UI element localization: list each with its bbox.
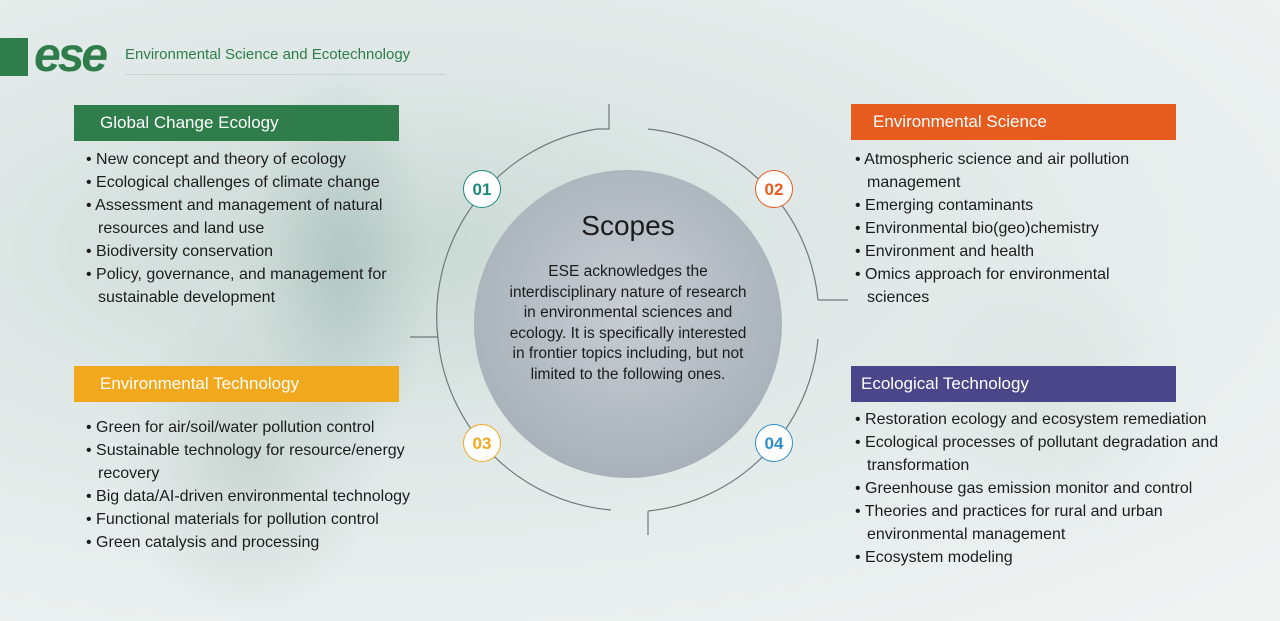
ecological-technology-list: Restoration ecology and ecosystem remedi…: [855, 408, 1235, 569]
scopes-circle: Scopes ESE acknowledges the interdiscipl…: [474, 170, 782, 478]
list-item: Ecological challenges of climate change: [86, 171, 416, 194]
header-divider: [125, 74, 445, 75]
environmental-science-heading: Environmental Science: [851, 104, 1176, 140]
badge-02: 02: [755, 170, 793, 208]
connector-top: [597, 104, 610, 130]
badge-01: 01: [463, 170, 501, 208]
environmental-technology-list: Green for air/soil/water pollution contr…: [86, 416, 421, 554]
list-item: Environment and health: [855, 240, 1165, 263]
list-item: Biodiversity conservation: [86, 240, 416, 263]
journal-header: ese Environmental Science and Ecotechnol…: [0, 29, 450, 82]
journal-title: Environmental Science and Ecotechnology: [125, 46, 411, 63]
ese-logo: ese: [34, 29, 108, 82]
list-item: Atmospheric science and air pollution ma…: [855, 148, 1165, 194]
list-item: Environmental bio(geo)chemistry: [855, 217, 1165, 240]
scopes-title: Scopes: [581, 210, 675, 241]
list-item: Green for air/soil/water pollution contr…: [86, 416, 421, 439]
list-item: Sustainable technology for resource/ener…: [86, 439, 421, 485]
badge-04: 04: [755, 424, 793, 462]
global-change-ecology-list: New concept and theory of ecology Ecolog…: [86, 148, 416, 309]
list-item: Functional materials for pollution contr…: [86, 508, 421, 531]
list-item: Emerging contaminants: [855, 194, 1165, 217]
scopes-description: ESE acknowledges the interdisciplinary n…: [509, 263, 747, 383]
header-accent-bar: [0, 38, 28, 76]
environmental-science-list: Atmospheric science and air pollution ma…: [855, 148, 1165, 309]
list-item: Greenhouse gas emission monitor and cont…: [855, 477, 1235, 500]
global-change-ecology-heading: Global Change Ecology: [74, 105, 399, 141]
list-item: New concept and theory of ecology: [86, 148, 416, 171]
list-item: Restoration ecology and ecosystem remedi…: [855, 408, 1235, 431]
list-item: Ecological processes of pollutant degrad…: [855, 431, 1235, 477]
list-item: Policy, governance, and management for s…: [86, 263, 416, 309]
ecological-technology-heading: Ecological Technology: [851, 366, 1176, 402]
list-item: Omics approach for environmental science…: [855, 263, 1165, 309]
list-item: Ecosystem modeling: [855, 546, 1235, 569]
list-item: Green catalysis and processing: [86, 531, 421, 554]
environmental-technology-heading: Environmental Technology: [74, 366, 399, 402]
list-item: Theories and practices for rural and urb…: [855, 500, 1235, 546]
list-item: Big data/AI-driven environmental technol…: [86, 485, 421, 508]
badge-03: 03: [463, 424, 501, 462]
list-item: Assessment and management of natural res…: [86, 194, 416, 240]
